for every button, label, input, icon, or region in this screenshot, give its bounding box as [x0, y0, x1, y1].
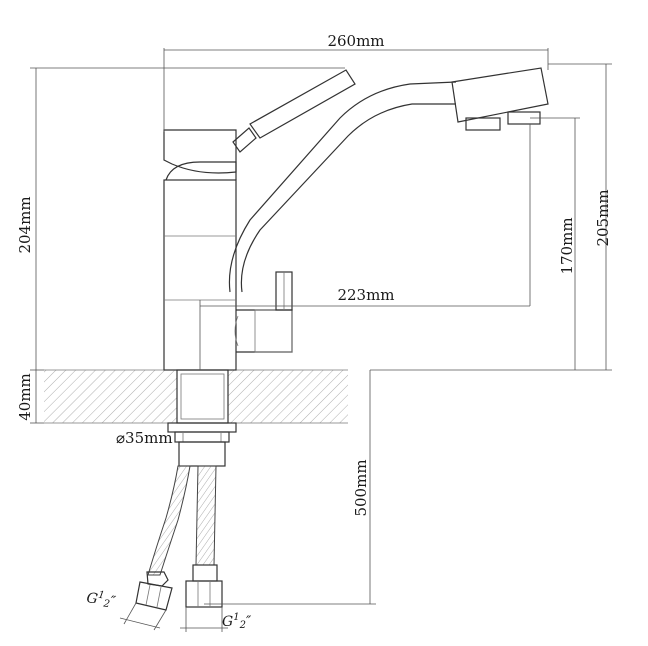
countertop — [44, 369, 348, 424]
label-spout-reach: 223mm — [337, 286, 394, 304]
dim-hose-length: 500mm — [204, 370, 376, 605]
filter-valve — [234, 271, 293, 353]
lever-handle — [163, 69, 356, 174]
label-body-height: 204mm — [16, 196, 34, 253]
label-total-width: 260mm — [327, 32, 384, 50]
thread-callout-left: G12″ — [85, 588, 167, 631]
label-counter-thickness: 40mm — [16, 373, 34, 421]
label-hole-diameter: ⌀35mm — [116, 429, 173, 447]
swivel-spout — [228, 67, 549, 293]
dim-counter-thickness: 40mm — [16, 370, 44, 424]
label-hose-length: 500mm — [352, 459, 370, 516]
dim-outlet-height: 170mm — [530, 117, 580, 370]
label-spout-height: 205mm — [594, 189, 612, 246]
hose-fittings — [135, 564, 223, 611]
dim-spout-reach: 223mm — [199, 124, 531, 370]
label-outlet-height: 170mm — [558, 217, 576, 274]
label-thread-left: G12″ — [85, 588, 117, 611]
dim-spout-height: 205mm — [370, 63, 612, 371]
dim-hole-diameter: ⌀35mm — [116, 429, 173, 447]
label-thread-right: G12″ — [222, 612, 252, 631]
dim-total-width: 260mm — [163, 32, 549, 132]
thread-callout-right: G12″ — [180, 607, 252, 632]
dim-body-height: 204mm — [16, 67, 345, 371]
mounting-shank — [167, 369, 237, 467]
braided-hoses — [147, 465, 217, 576]
